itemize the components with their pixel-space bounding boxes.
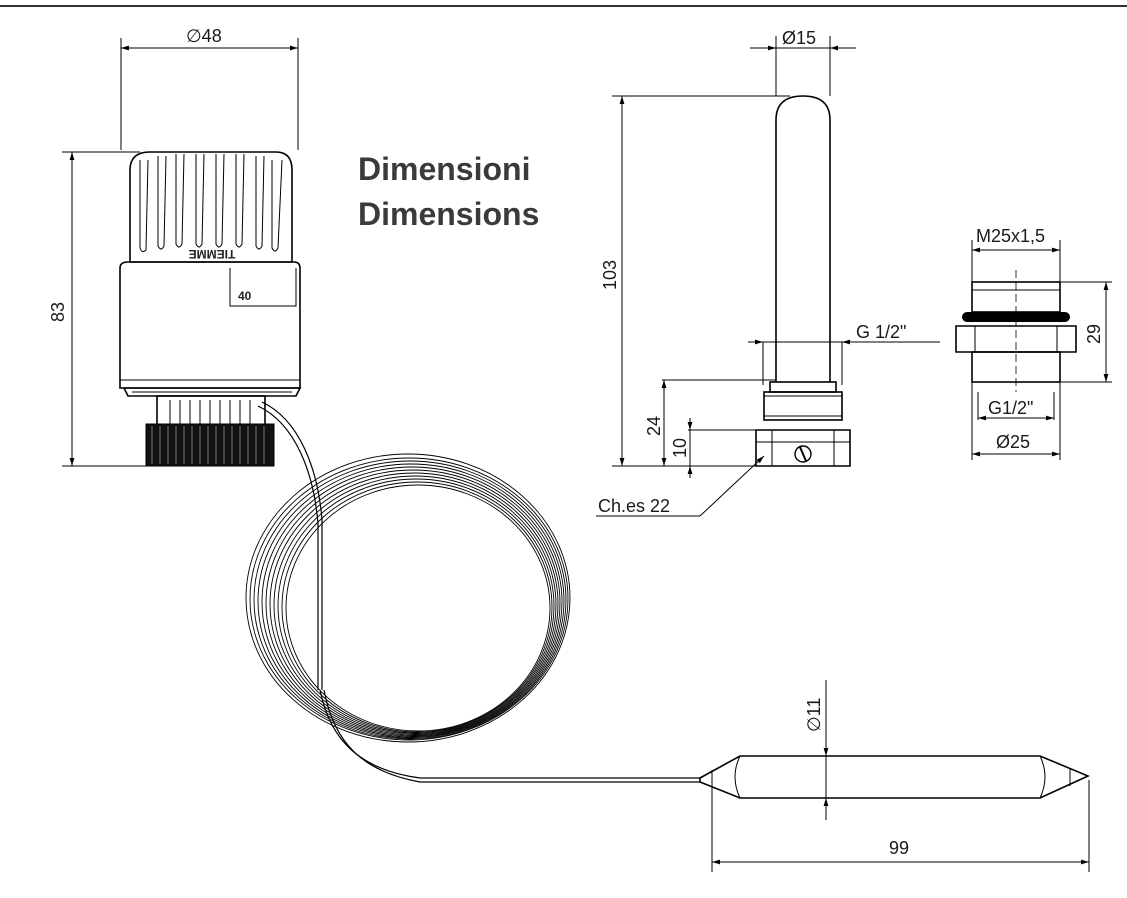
sensor-bulb: ∅11 99 (699, 680, 1090, 872)
thermostatic-head: ∅48 83 TIEMME 40 (48, 26, 302, 467)
adapter-fitting: M25x1,5 29 G1/2" Ø25 (955, 226, 1112, 460)
pocket-diameter-label: Ø15 (782, 28, 816, 48)
pocket-dim-24: 24 (644, 416, 664, 436)
pocket-length-label: 103 (600, 260, 620, 290)
adapter-inner-thread-label: G1/2" (988, 398, 1033, 418)
head-diameter-label: ∅48 (186, 26, 222, 46)
adapter-diameter-label: Ø25 (996, 432, 1030, 452)
adapter-height-label: 29 (1084, 324, 1104, 344)
adapter-thread-label: M25x1,5 (976, 226, 1045, 246)
pocket-thread-label: G 1/2" (856, 322, 906, 342)
knurled-nut (145, 423, 275, 467)
brand-mark: TIEMME (189, 247, 236, 261)
sensor-pocket: Ø15 103 G 1/2" 24 10 (596, 28, 940, 517)
scale-number: 40 (238, 289, 252, 303)
capillary-coil (245, 401, 700, 783)
bulb-diameter-label: ∅11 (804, 698, 824, 732)
title-english: Dimensions (358, 196, 539, 232)
pocket-dim-10: 10 (670, 438, 690, 458)
head-height-label: 83 (48, 302, 68, 322)
wrench-size-label: Ch.es 22 (598, 496, 670, 516)
bulb-length-label: 99 (889, 838, 909, 858)
title-italian: Dimensioni (358, 151, 530, 187)
